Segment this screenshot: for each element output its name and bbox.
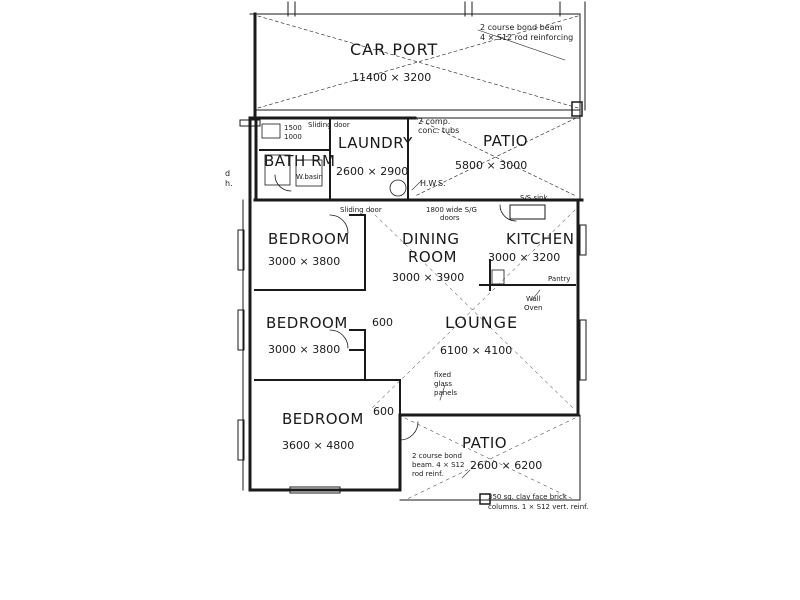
wall-oven-note-2: Oven [524, 304, 543, 312]
patio-bottom-dims: 2600 × 6200 [470, 459, 543, 472]
bath-label: BATH RM [264, 152, 336, 170]
patio-top-label: PATIO [483, 132, 529, 150]
dim-600-a: 600 [372, 316, 393, 329]
kitchen-dims: 3000 × 3200 [488, 251, 561, 264]
shower-dim-1: 1500 [284, 124, 302, 132]
interior-walls [254, 117, 576, 416]
door-swings [261, 123, 546, 441]
carport-label: CAR PORT [350, 40, 439, 59]
dining-label-2: ROOM [408, 248, 457, 266]
wall-oven-note-1: Wall [526, 295, 541, 303]
sliding-doors-note-2: doors [440, 214, 460, 222]
columns-note-2: columns. 1 × S12 vert. reinf. [488, 503, 589, 511]
laundry-dims: 2600 × 2900 [336, 165, 409, 178]
bond-beam-bottom-note-2: beam. 4 × S12 [412, 461, 465, 469]
bond-beam-top-note-2: 4 × S12 rod reinforcing [480, 33, 574, 42]
sliding-doors-note-1: 1800 wide S/G [426, 206, 477, 214]
sliding-door-note: Sliding door [340, 206, 382, 214]
patio-top-outline [414, 101, 583, 201]
bedroom-2-label: BEDROOM [266, 314, 348, 332]
dim-600-b: 600 [373, 405, 394, 418]
kitchen-label: KITCHEN [506, 230, 575, 248]
bond-beam-bottom-note-3: rod reinf. [412, 470, 444, 478]
bedroom-3-label: BEDROOM [282, 410, 364, 428]
margin-note-2: h. [225, 179, 233, 188]
sliding-door-top-note: Sliding door [308, 121, 350, 129]
carport-dims: 11400 × 3200 [352, 71, 432, 84]
lounge-dims: 6100 × 4100 [440, 344, 513, 357]
ss-sink-note: S/S sink [520, 194, 548, 202]
bond-beam-top-note-1: 2 course bond beam [480, 23, 563, 32]
carport-outline [249, 1, 586, 120]
lounge-label: LOUNGE [445, 313, 519, 332]
fixed-glass-note-2: glass [434, 380, 452, 388]
house-exterior-walls [242, 116, 584, 492]
bedroom-1-dims: 3000 × 3800 [268, 255, 341, 268]
bedroom-2-dims: 3000 × 3800 [268, 343, 341, 356]
bedroom-3-dims: 3600 × 4800 [282, 439, 355, 452]
fixed-glass-note-3: panels [434, 389, 458, 397]
fixed-glass-note-1: fixed [434, 371, 452, 379]
margin-note-1: d [225, 169, 231, 178]
dining-dims: 3000 × 3900 [392, 271, 465, 284]
patio-top-dims: 5800 × 3000 [455, 159, 528, 172]
columns-note-1: 350 sq. clay face brick [488, 493, 567, 501]
shower-dim-2: 1000 [284, 133, 302, 141]
pantry-note: Pantry [548, 275, 571, 283]
bond-beam-bottom-note-1: 2 course bond [412, 452, 462, 460]
comp-tubs-note-1: 2 comp. [418, 117, 451, 126]
hws-note: H.W.S. [420, 179, 446, 188]
bedroom-1-label: BEDROOM [268, 230, 350, 248]
patio-bottom-outline [399, 414, 581, 505]
dining-label-1: DINING [402, 230, 460, 248]
patio-bottom-label: PATIO [462, 434, 508, 452]
windows [237, 119, 587, 494]
wbasin-note: W.basin [296, 173, 324, 181]
laundry-label: LAUNDRY [338, 134, 413, 152]
comp-tubs-note-2: conc. tubs [418, 126, 460, 135]
